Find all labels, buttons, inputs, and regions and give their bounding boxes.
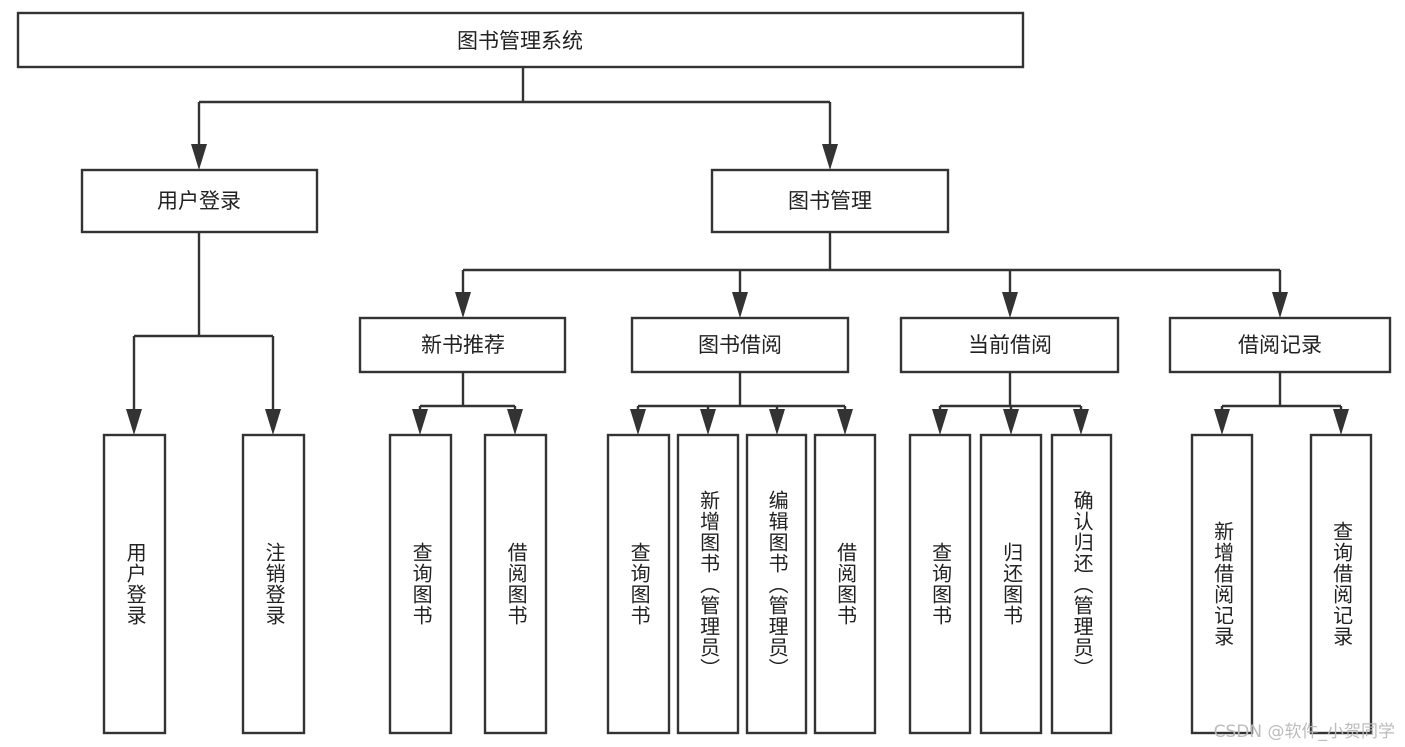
connector-group-new-book-rec-to-leaves [412, 372, 523, 435]
leaf-add-borrow-record-box[interactable] [1190, 433, 1254, 735]
node-user-login-box[interactable] [80, 168, 319, 234]
connector-group-borrow-record-to-leaves [1214, 372, 1349, 435]
node-borrow-record-box[interactable] [1168, 316, 1392, 374]
arrowhead-leaf-add-book-admin [700, 409, 716, 435]
leaf-query-borrow-record[interactable] [1309, 433, 1373, 735]
arrowhead-current-borrow [1002, 292, 1018, 318]
leaf-query-borrow-record-box[interactable] [1309, 433, 1373, 735]
leaf-borrow-book-rec-box[interactable] [483, 433, 548, 735]
leaf-add-borrow-record[interactable] [1190, 433, 1254, 735]
arrowhead-leaf-user-login [126, 409, 142, 435]
leaf-logout-box[interactable] [241, 433, 306, 735]
node-user-login[interactable]: 用户登录 [80, 168, 319, 234]
arrowhead-leaf-query-borrow-record [1333, 409, 1349, 435]
leaf-add-book-admin-box[interactable] [676, 433, 740, 735]
node-current-borrow-label: 当前借阅 [968, 333, 1052, 357]
leaf-box-group [102, 433, 1373, 735]
arrowhead-leaf-query-book-borrow [630, 409, 646, 435]
arrowhead-book-manage [822, 144, 838, 170]
leaf-borrow-book-box[interactable] [813, 433, 877, 735]
leaf-query-book-current-box[interactable] [908, 433, 972, 735]
connector-group-user-login-to-leaves [126, 232, 281, 435]
arrowhead-book-borrow [732, 292, 748, 318]
leaf-logout[interactable] [241, 433, 306, 735]
node-user-login-label: 用户登录 [157, 189, 241, 213]
node-new-book-rec[interactable]: 新书推荐 [358, 316, 567, 374]
arrowhead-user-login [191, 144, 207, 170]
arrowhead-leaf-query-book-current [932, 409, 948, 435]
node-borrow-record[interactable]: 借阅记录 [1168, 316, 1392, 374]
node-current-borrow-box[interactable] [899, 316, 1120, 374]
node-book-manage[interactable]: 图书管理 [710, 168, 950, 234]
connector-group-book-manage-to-level3 [455, 232, 1288, 318]
leaf-query-book-rec[interactable] [388, 433, 453, 735]
leaf-user-login[interactable] [102, 433, 167, 735]
node-current-borrow[interactable]: 当前借阅 [899, 316, 1120, 374]
leaf-confirm-return-admin-box[interactable] [1050, 433, 1113, 735]
leaf-query-book-current[interactable] [908, 433, 972, 735]
leaf-return-book-box[interactable] [979, 433, 1043, 735]
arrowhead-leaf-return-book [1003, 409, 1019, 435]
node-root-box[interactable] [16, 11, 1025, 69]
arrowhead-leaf-confirm-return-admin [1073, 409, 1089, 435]
node-new-book-rec-label: 新书推荐 [421, 333, 505, 357]
arrowhead-leaf-query-book-rec [412, 409, 428, 435]
leaf-user-login-box[interactable] [102, 433, 167, 735]
node-borrow-record-label: 借阅记录 [1238, 333, 1322, 357]
arrowhead-leaf-add-borrow-record [1214, 409, 1230, 435]
node-new-book-rec-box[interactable] [358, 316, 567, 374]
node-book-manage-box[interactable] [710, 168, 950, 234]
arrowhead-borrow-record [1272, 292, 1288, 318]
node-root-label: 图书管理系统 [457, 29, 583, 53]
node-book-borrow[interactable]: 图书借阅 [630, 316, 850, 374]
arrowhead-leaf-edit-book-admin [769, 409, 785, 435]
arrowhead-leaf-borrow-book-rec [507, 409, 523, 435]
leaf-edit-book-admin-box[interactable] [745, 433, 808, 735]
leaf-query-book-borrow-box[interactable] [606, 433, 671, 735]
leaf-confirm-return-admin[interactable] [1050, 433, 1113, 735]
leaf-edit-book-admin[interactable] [745, 433, 808, 735]
connector-group-book-borrow-to-leaves [630, 372, 853, 435]
leaf-query-book-rec-box[interactable] [388, 433, 453, 735]
arrowhead-leaf-borrow-book [837, 409, 853, 435]
leaf-add-book-admin[interactable] [676, 433, 740, 735]
arrowhead-leaf-logout [265, 409, 281, 435]
connector-group-current-borrow-to-leaves [932, 372, 1089, 435]
node-book-manage-label: 图书管理 [788, 189, 872, 213]
watermark-text: CSDN @软件_小贺同学 [1213, 722, 1395, 742]
arrowhead-new-book-rec [455, 292, 471, 318]
node-root[interactable]: 图书管理系统 [16, 11, 1025, 69]
connector-group-root-to-level2 [191, 67, 838, 170]
leaf-query-book-borrow[interactable] [606, 433, 671, 735]
leaf-return-book[interactable] [979, 433, 1043, 735]
leaf-borrow-book[interactable] [813, 433, 877, 735]
node-book-borrow-box[interactable] [630, 316, 850, 374]
leaf-borrow-book-rec[interactable] [483, 433, 548, 735]
node-book-borrow-label: 图书借阅 [698, 333, 782, 357]
